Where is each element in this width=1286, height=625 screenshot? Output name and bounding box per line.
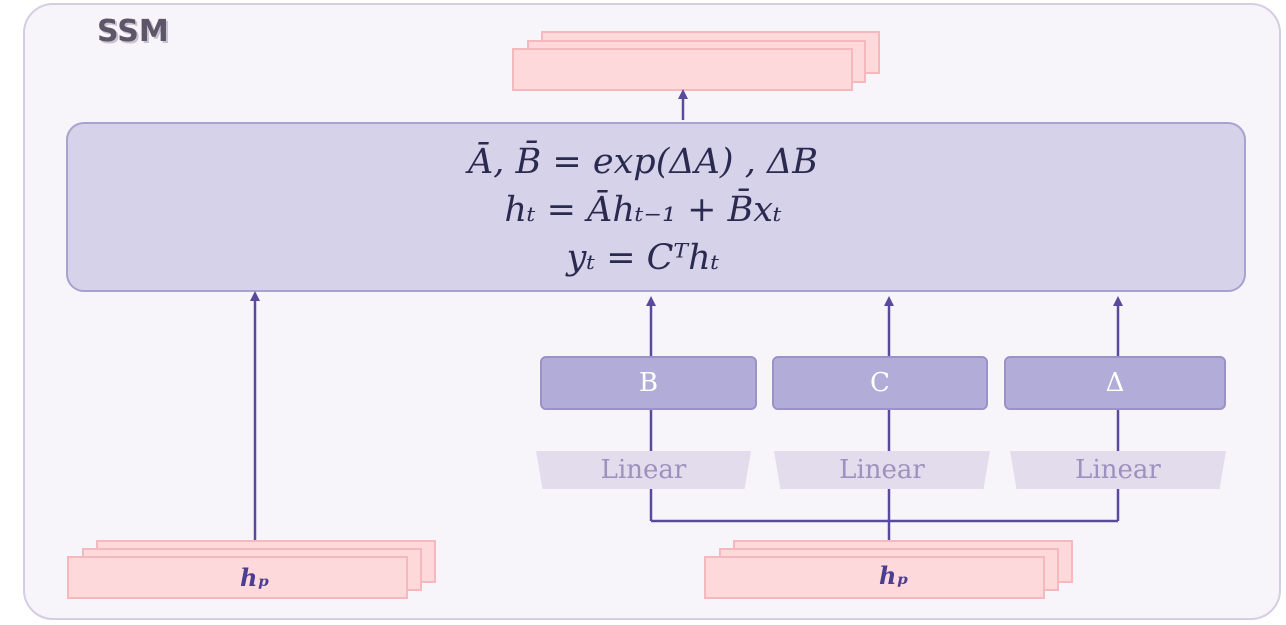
linear-c: Linear — [774, 451, 990, 489]
right-input-label: hₚ — [879, 561, 909, 590]
state-update-equation: hₜ = Āhₜ₋₁ + B̄xₜ — [504, 190, 782, 230]
output-sheet-front — [512, 48, 853, 91]
param-c-box: C — [772, 356, 988, 410]
linear-delta: Linear — [1010, 451, 1226, 489]
left-input-label: hₚ — [240, 563, 270, 592]
ssm-title: SSM — [97, 14, 169, 49]
param-b-box: B — [540, 356, 757, 410]
linear-b: Linear — [536, 451, 751, 489]
right-input-sheet-front — [704, 556, 1045, 599]
discretization-equation: Ā, B̄ = exp(ΔA) , ΔB — [468, 142, 818, 182]
param-delta-box: Δ — [1004, 356, 1226, 410]
left-input-sheet-front — [67, 556, 408, 599]
output-equation: yₜ = Cᵀhₜ — [566, 238, 720, 278]
ssm-equation-box — [66, 122, 1246, 292]
